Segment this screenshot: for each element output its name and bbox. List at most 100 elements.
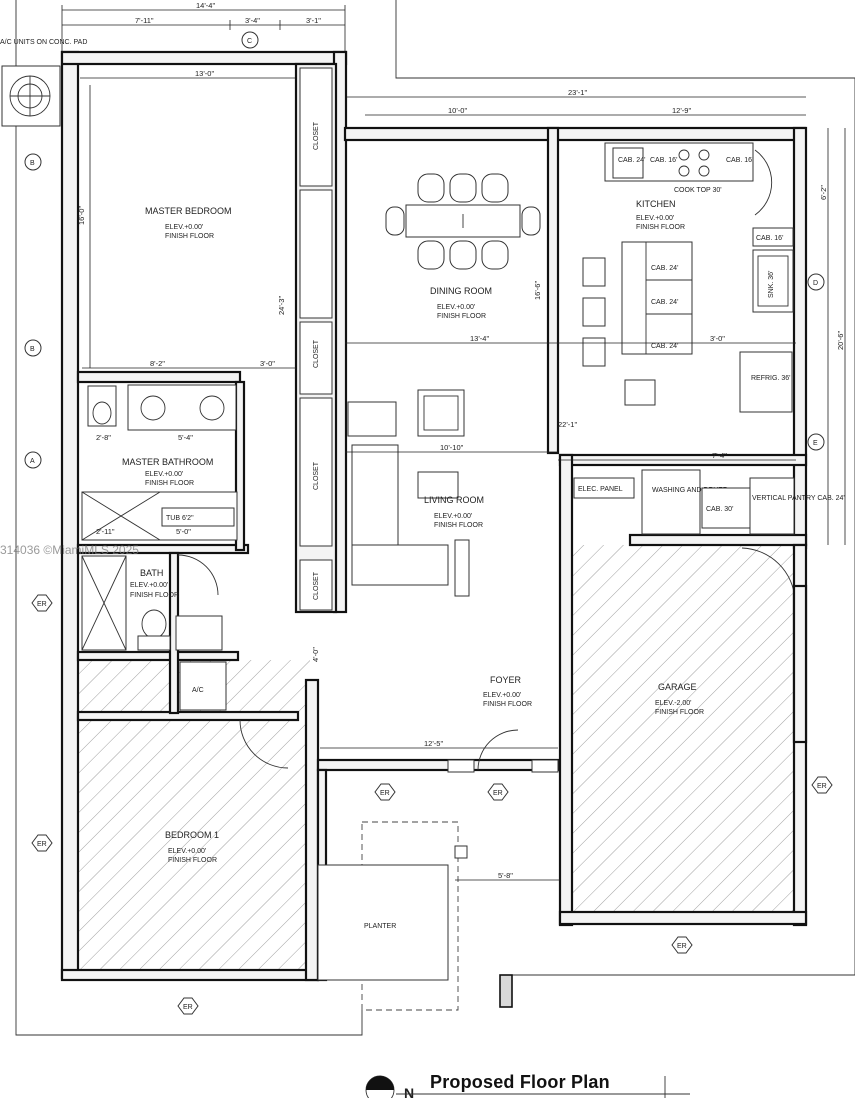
dim-d15: 4'-0" bbox=[311, 647, 320, 662]
bedroom-1: BEDROOM 1 ELEV.+0.00' FINISH FLOOR bbox=[165, 719, 289, 864]
master-bedroom-name: MASTER BEDROOM bbox=[145, 206, 232, 216]
garage-finish: FINISH FLOOR bbox=[655, 709, 704, 716]
master-bedroom-finish: FINISH FLOOR bbox=[165, 233, 214, 240]
foyer-elev: ELEV.+0.00' bbox=[483, 692, 521, 699]
dim-right-total: 23'-1" bbox=[568, 88, 587, 97]
master-bathroom: 5'-4" 2'-8" MASTER BATHROOM ELEV.+0.00' … bbox=[81, 384, 238, 541]
master-bedroom: MASTER BEDROOM ELEV.+0.00' FINISH FLOOR … bbox=[77, 85, 296, 369]
top-dimensions: 14'-4" 7'-11" 3'-4" 3'-1" 13'-0" 23'-1" … bbox=[61, 1, 806, 116]
kitchen-name: KITCHEN bbox=[636, 199, 676, 209]
tub-label: TUB 6'2" bbox=[166, 515, 194, 522]
dim-d14: 16'-6" bbox=[533, 281, 542, 300]
dim-d9: 12'-5" bbox=[424, 739, 443, 748]
ac-note: A/C UNITS ON CONC. PAD bbox=[0, 39, 87, 46]
dim-d11: 5'-0" bbox=[176, 527, 191, 536]
garage-hatch bbox=[572, 545, 800, 915]
garage: GARAGE ELEV.-2.00' FINISH FLOOR bbox=[655, 584, 808, 744]
elec-panel-label: ELEC. PANEL bbox=[578, 486, 623, 493]
closets: CLOSET CLOSET CLOSET CLOSET bbox=[299, 67, 333, 611]
dim-d1: 8'-2" bbox=[150, 359, 165, 368]
dining-room-finish: FINISH FLOOR bbox=[437, 313, 486, 320]
bath: BATH ELEV.+0.00' FINISH FLOOR bbox=[81, 554, 223, 651]
grid-c: C bbox=[247, 38, 252, 45]
foyer: FOYER ELEV.+0.00' FINISH FLOOR 12'-5" 4'… bbox=[311, 647, 559, 773]
kitchen-elev: ELEV.+0.00' bbox=[636, 215, 674, 222]
dim-d17: 20'-6" bbox=[836, 331, 845, 350]
dining-room-name: DINING ROOM bbox=[430, 286, 492, 296]
garage-name: GARAGE bbox=[658, 682, 697, 692]
bath-name: BATH bbox=[140, 568, 163, 578]
bedroom1-finish: FINISH FLOOR bbox=[168, 857, 217, 864]
garage-elev: ELEV.-2.00' bbox=[655, 700, 692, 707]
bath-elev: ELEV.+0.00' bbox=[130, 582, 168, 589]
living-room-finish: FINISH FLOOR bbox=[434, 522, 483, 529]
north-label: N bbox=[404, 1085, 414, 1098]
er-markers: ER ER ER ER ER ER ER bbox=[31, 594, 833, 1015]
er-tag-3: ER bbox=[380, 790, 390, 797]
dining-room: DINING ROOM ELEV.+0.00' FINISH FLOOR bbox=[385, 173, 541, 320]
property-line bbox=[15, 0, 855, 1036]
dim-dining-width: 10'-0" bbox=[448, 106, 467, 115]
dim-top-b: 3'-4" bbox=[245, 16, 260, 25]
bath-finish: FINISH FLOOR bbox=[130, 592, 179, 599]
ac-closet: A/C bbox=[179, 661, 227, 711]
grid-d: D bbox=[813, 280, 818, 287]
er-tag-1: ER bbox=[37, 601, 47, 608]
dim-d7: 10'-10" bbox=[440, 443, 464, 452]
er-tag-4: ER bbox=[493, 790, 503, 797]
island-cab-1: CAB. 24' bbox=[651, 265, 678, 272]
dim-d6: 2'-8" bbox=[96, 433, 111, 442]
bedroom1-name: BEDROOM 1 bbox=[165, 830, 219, 840]
closet-label-4: CLOSET bbox=[313, 571, 320, 600]
laundry: ELEC. PANEL WASHING AND DRYER CAB. 30' V… bbox=[558, 420, 845, 601]
dim-d13: 24'-3" bbox=[277, 296, 286, 315]
cooktop-label: COOK TOP 30' bbox=[674, 187, 722, 194]
sink-label: SNK. 36' bbox=[768, 271, 775, 298]
grid-e: E bbox=[813, 440, 818, 447]
dim-d18: 22'-1" bbox=[558, 420, 577, 429]
kitchen-finish: FINISH FLOOR bbox=[636, 224, 685, 231]
closet-label-2: CLOSET bbox=[313, 339, 320, 368]
dim-d8: 7'-4" bbox=[712, 451, 727, 460]
dining-room-elev: ELEV.+0.00' bbox=[437, 304, 475, 311]
kitchen-cab-16b: CAB. 16' bbox=[726, 157, 753, 164]
ac-label: A/C bbox=[192, 687, 204, 694]
plan-title: Proposed Floor Plan bbox=[430, 1072, 610, 1092]
island-cab-3: CAB. 24' bbox=[651, 343, 678, 350]
washing-label: WASHING AND DRYER bbox=[652, 487, 728, 494]
island-cab-2: CAB. 24' bbox=[651, 299, 678, 306]
er-tag-6: ER bbox=[677, 943, 687, 950]
grid-b-upper: B bbox=[30, 160, 35, 167]
bedroom1-elev: ELEV.+0.00' bbox=[168, 848, 206, 855]
dim-kitchen-width: 12'-9" bbox=[672, 106, 691, 115]
dim-master-height: 16'-0" bbox=[77, 206, 86, 225]
refrig-label: REFRIG. 36' bbox=[751, 375, 790, 382]
dim-master-width: 13'-0" bbox=[195, 69, 214, 78]
watermark: 314036 ©MiamiMLS 2025 bbox=[0, 543, 139, 557]
master-bedroom-elev: ELEV.+0.00' bbox=[165, 224, 203, 231]
er-tag-2: ER bbox=[37, 841, 47, 848]
dim-top-a: 7'-11" bbox=[135, 16, 154, 25]
kitchen: CAB. 24' CAB. 16' CAB. 16' COOK TOP 30' … bbox=[582, 142, 794, 413]
plan-title-block: Proposed Floor Plan bbox=[430, 1072, 610, 1093]
kitchen-cab-16c: CAB. 16' bbox=[756, 235, 783, 242]
dim-d5: 5'-4" bbox=[178, 433, 193, 442]
living-room-elev: ELEV.+0.00' bbox=[434, 513, 472, 520]
living-room: LIVING ROOM ELEV.+0.00' FINISH FLOOR 13'… bbox=[277, 281, 796, 597]
foyer-name: FOYER bbox=[490, 675, 522, 685]
closet-label-3: CLOSET bbox=[313, 461, 320, 490]
master-bathroom-finish: FINISH FLOOR bbox=[145, 480, 194, 487]
closet-label-1: CLOSET bbox=[313, 121, 320, 150]
er-tag-7: ER bbox=[183, 1004, 193, 1011]
dim-top-c: 3'-1" bbox=[306, 16, 321, 25]
master-bathroom-name: MASTER BATHROOM bbox=[122, 457, 213, 467]
er-tag-5: ER bbox=[817, 783, 827, 790]
planter: PLANTER 5'-8" bbox=[317, 821, 560, 1011]
dim-d2: 3'-0" bbox=[260, 359, 275, 368]
right-dimensions: 6'-2" 20'-6" bbox=[819, 128, 846, 545]
grid-b-lower: B bbox=[30, 346, 35, 353]
kitchen-cab-24: CAB. 24' bbox=[618, 157, 645, 164]
kitchen-cab-16: CAB. 16' bbox=[650, 157, 677, 164]
north-arrow: N bbox=[365, 1075, 690, 1098]
